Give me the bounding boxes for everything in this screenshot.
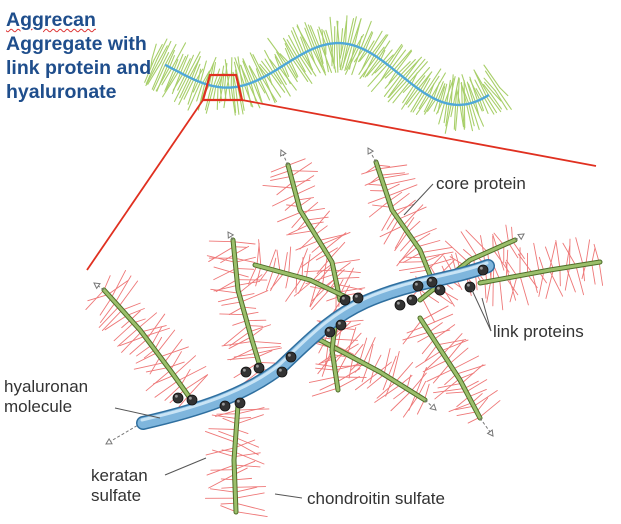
label-core-protein: core protein [436,174,526,194]
zoom-line-left [87,100,203,270]
title-line-4: hyaluronate [6,80,151,104]
title-line-1: Aggrecan [6,8,151,32]
label-keratan-line-1: keratan [91,466,148,486]
label-keratan-sulfate: keratan sulfate [91,466,148,506]
label-hyaluronan-line-2: molecule [4,397,88,417]
label-hyaluronan-molecule: hyaluronan molecule [4,377,88,417]
label-chondroitin-sulfate: chondroitin sulfate [307,489,445,509]
label-link-proteins: link proteins [493,322,584,342]
title-line-2: Aggregate with [6,32,151,56]
diagram-title: Aggrecan Aggregate with link protein and… [6,8,151,104]
label-keratan-line-2: sulfate [91,486,148,506]
label-hyaluronan-line-1: hyaluronan [4,377,88,397]
title-line-3: link protein and [6,56,151,80]
